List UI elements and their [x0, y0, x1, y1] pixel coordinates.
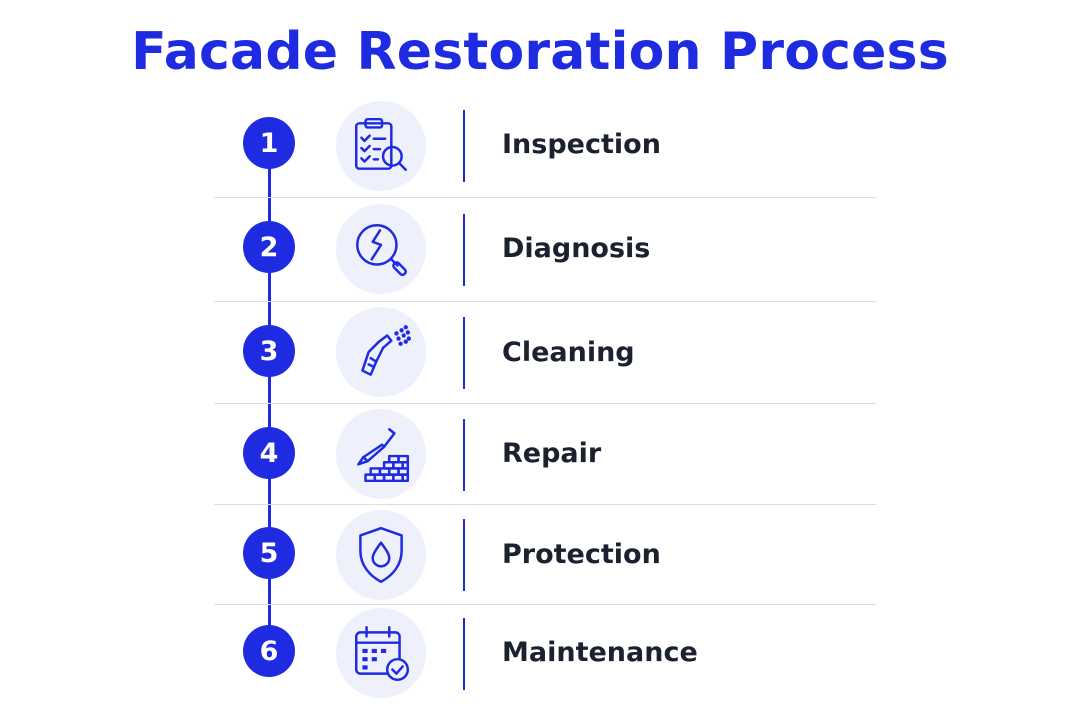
step-label-protection: Protection [502, 539, 661, 570]
row-divider [214, 403, 876, 404]
step-label-cleaning: Cleaning [502, 337, 635, 368]
step-number-badge: 4 [243, 427, 295, 479]
step-number-badge: 2 [243, 221, 295, 273]
timeline-connector [268, 142, 271, 652]
step-separator [463, 519, 465, 591]
step-separator [463, 419, 465, 491]
step-separator [463, 214, 465, 286]
row-divider [214, 504, 876, 505]
step-number-badge: 5 [243, 527, 295, 579]
step-label-repair: Repair [502, 438, 602, 469]
step-separator [463, 110, 465, 182]
step-label-diagnosis: Diagnosis [502, 233, 651, 264]
calendar-check-icon [336, 608, 426, 698]
crack-magnifier-icon [336, 204, 426, 294]
step-separator [463, 317, 465, 389]
step-label-inspection: Inspection [502, 129, 661, 160]
step-label-maintenance: Maintenance [502, 637, 698, 668]
step-number-badge: 1 [243, 117, 295, 169]
trowel-bricks-icon [336, 409, 426, 499]
page-title: Facade Restoration Process [131, 22, 949, 82]
pressure-washer-icon [336, 307, 426, 397]
step-number-badge: 6 [243, 625, 295, 677]
row-divider [214, 604, 876, 605]
step-number-badge: 3 [243, 325, 295, 377]
shield-droplet-icon [336, 510, 426, 600]
row-divider [214, 301, 876, 302]
row-divider [214, 197, 876, 198]
step-separator [463, 618, 465, 690]
clipboard-magnifier-icon [336, 101, 426, 191]
